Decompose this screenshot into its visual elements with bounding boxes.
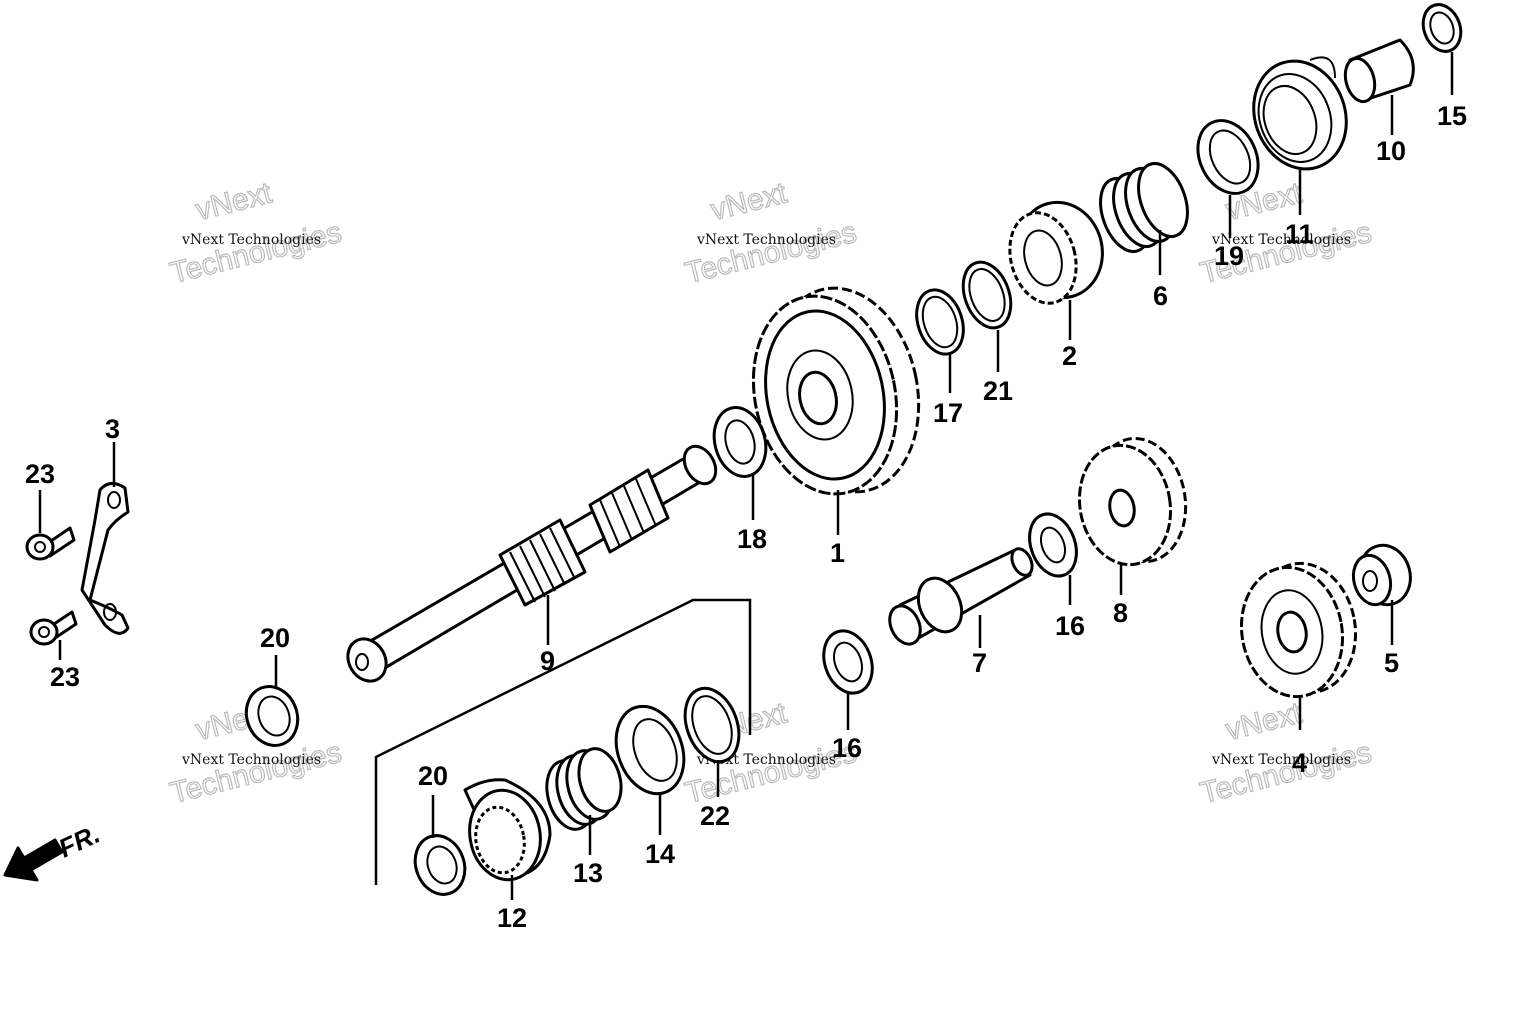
callout-22: 22 bbox=[700, 801, 730, 831]
washer-part-14 bbox=[614, 704, 686, 796]
callout-14: 14 bbox=[645, 839, 675, 869]
front-arrow-icon bbox=[3, 838, 64, 882]
watermark-small: vNext Technologies bbox=[1211, 752, 1351, 768]
spring-part-6 bbox=[1099, 162, 1189, 253]
front-label: FR. bbox=[54, 819, 105, 864]
callout-23-upper: 23 bbox=[25, 459, 55, 489]
watermark-big: Technologies bbox=[682, 216, 860, 290]
watermark-1: vNext Technologies vNext Technologies bbox=[166, 176, 345, 291]
ring-part-17 bbox=[915, 288, 965, 356]
callout-21: 21 bbox=[983, 376, 1013, 406]
watermark-6: vNext Technologies vNext Technologies bbox=[1196, 696, 1375, 811]
ring-part-22 bbox=[683, 686, 741, 764]
callout-5: 5 bbox=[1384, 648, 1399, 678]
small-gear-part-8 bbox=[1077, 436, 1188, 567]
gear-part-4 bbox=[1239, 561, 1358, 699]
callout-15: 15 bbox=[1437, 101, 1467, 131]
watermark-small: vNext Technologies bbox=[181, 752, 321, 768]
bracket-part-3 bbox=[80, 482, 130, 635]
callout-3: 3 bbox=[105, 414, 120, 444]
bolt-part-23-upper bbox=[25, 526, 76, 561]
ratchet-part-2 bbox=[1008, 200, 1104, 305]
subassembly-bracket-line bbox=[374, 598, 752, 885]
callout-6: 6 bbox=[1153, 281, 1168, 311]
washer-part-20-upper bbox=[244, 685, 300, 747]
large-gear-part-1 bbox=[751, 286, 921, 496]
washer-part-19 bbox=[1196, 119, 1260, 195]
callout-4: 4 bbox=[1292, 748, 1307, 778]
watermark-small: vNext Technologies bbox=[181, 232, 321, 248]
callout-16-upper: 16 bbox=[1055, 611, 1085, 641]
callout-18: 18 bbox=[737, 524, 767, 554]
callout-20-lower: 20 bbox=[418, 761, 448, 791]
callout-11: 11 bbox=[1285, 219, 1314, 249]
washer-part-18 bbox=[712, 406, 768, 478]
callout-23-lower: 23 bbox=[50, 662, 80, 692]
return-spring-part-11 bbox=[1252, 56, 1348, 171]
circlip-part-21 bbox=[961, 260, 1013, 330]
washer-part-16-upper bbox=[1028, 512, 1078, 578]
bushing-part-5 bbox=[1351, 543, 1412, 607]
watermark-big: Technologies bbox=[1197, 736, 1375, 810]
callout-10: 10 bbox=[1376, 136, 1406, 166]
callout-17: 17 bbox=[933, 398, 963, 428]
callout-19: 19 bbox=[1214, 241, 1244, 271]
washer-part-16-lower bbox=[822, 629, 874, 695]
callout-2: 2 bbox=[1062, 341, 1077, 371]
watermark-2: vNext Technologies vNext Technologies bbox=[681, 176, 860, 291]
callout-16-lower: 16 bbox=[832, 733, 862, 763]
callout-8: 8 bbox=[1113, 598, 1128, 628]
watermark-big: Technologies bbox=[167, 216, 345, 290]
front-direction-indicator: FR. bbox=[3, 819, 105, 882]
watermark-big-top: vNext bbox=[193, 176, 276, 227]
collar-part-10 bbox=[1343, 38, 1415, 104]
watermark-big: Technologies bbox=[167, 736, 345, 810]
shaft-part-7 bbox=[888, 547, 1034, 646]
callout-9: 9 bbox=[540, 646, 555, 676]
leader-lines bbox=[38, 52, 1454, 900]
watermark-big-top: vNext bbox=[1223, 696, 1306, 747]
callout-numbers: 1 2 3 4 5 6 7 8 9 10 11 12 13 14 15 16 1… bbox=[25, 101, 1467, 933]
callout-13: 13 bbox=[573, 858, 603, 888]
ratchet-part-12 bbox=[463, 778, 552, 882]
callout-20-upper: 20 bbox=[260, 623, 290, 653]
bolt-part-23-lower bbox=[29, 610, 78, 646]
watermark-small: vNext Technologies bbox=[696, 232, 836, 248]
main-shaft-part-9 bbox=[346, 444, 718, 683]
callout-1: 1 bbox=[830, 538, 845, 568]
washer-part-20-lower bbox=[413, 834, 467, 896]
washer-part-15 bbox=[1421, 3, 1463, 53]
watermark-big-top: vNext bbox=[708, 176, 791, 227]
watermark-small: vNext Technologies bbox=[1211, 232, 1351, 248]
callout-12: 12 bbox=[497, 903, 527, 933]
spring-part-13 bbox=[545, 747, 623, 831]
callout-7: 7 bbox=[972, 648, 987, 678]
